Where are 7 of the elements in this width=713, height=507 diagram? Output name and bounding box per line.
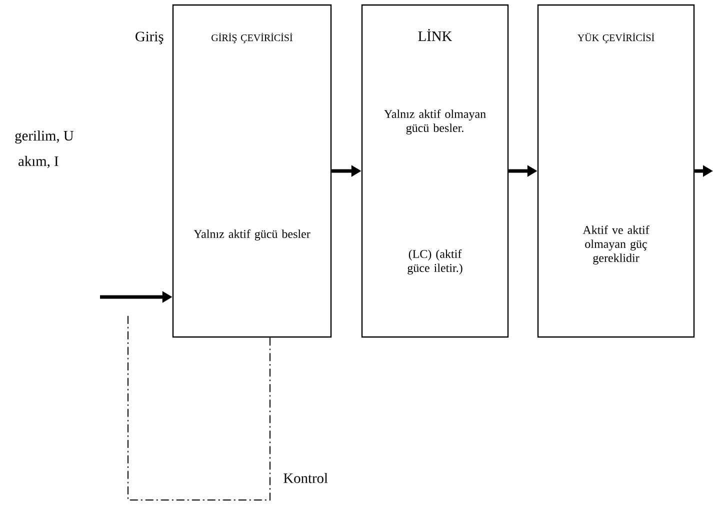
- control-line: [128, 314, 270, 500]
- converter-box: LİNK Yalnız aktif olmayan gücü besler. (LC) (aktif güce iletir.): [361, 4, 509, 338]
- edge-label: Kontrol: [284, 472, 328, 484]
- converter-box: GİRİŞ ÇEVİRİCİSİ Yalnız aktif gücü besler: [172, 4, 332, 338]
- converter-box: YÜK ÇEVİRİCİSİ Aktif ve aktif olmayan güç gereklidir: [537, 4, 695, 338]
- input-label: gerilim, U: [15, 130, 74, 144]
- input-label: akım, I: [18, 156, 58, 168]
